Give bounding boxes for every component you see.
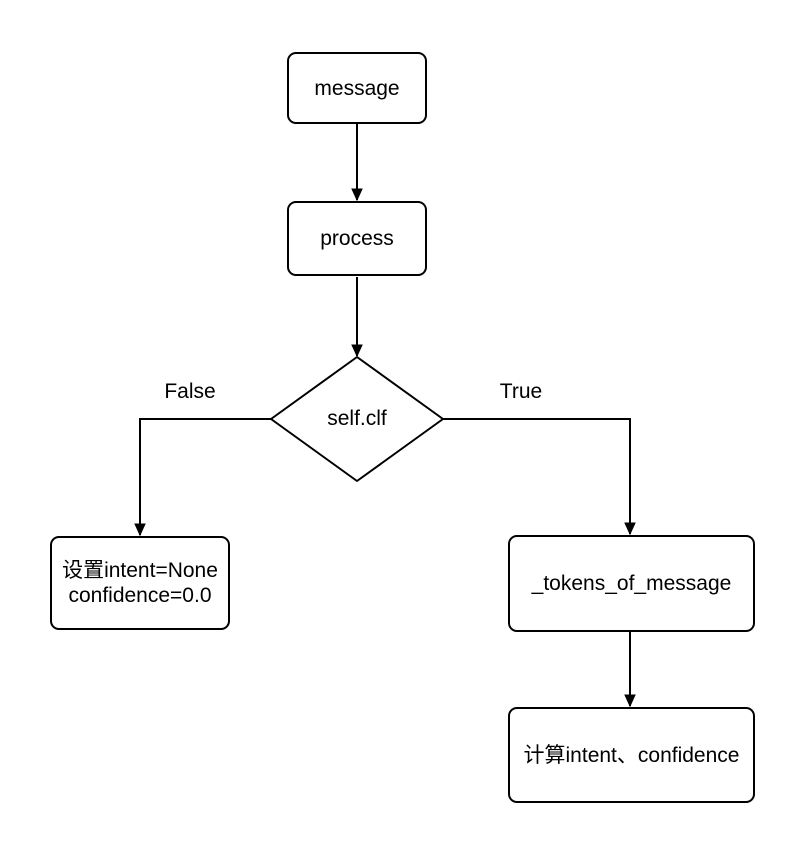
edge-label-false: False [164, 380, 216, 403]
node-calc-intent-confidence: 计算intent、confidence [508, 707, 755, 803]
node-process: process [287, 201, 427, 276]
decision-diamond-shape [270, 356, 444, 482]
edge-decision-true-branch [443, 418, 636, 536]
node-tokens-of-message: _tokens_of_message [508, 535, 755, 632]
edge-label-true: True [499, 380, 543, 403]
node-message: message [287, 52, 427, 124]
node-set-default: 设置intent=None confidence=0.0 [50, 536, 230, 630]
node-self-clf-label: self.clf [327, 407, 387, 430]
edge-decision-false-branch [134, 418, 271, 537]
